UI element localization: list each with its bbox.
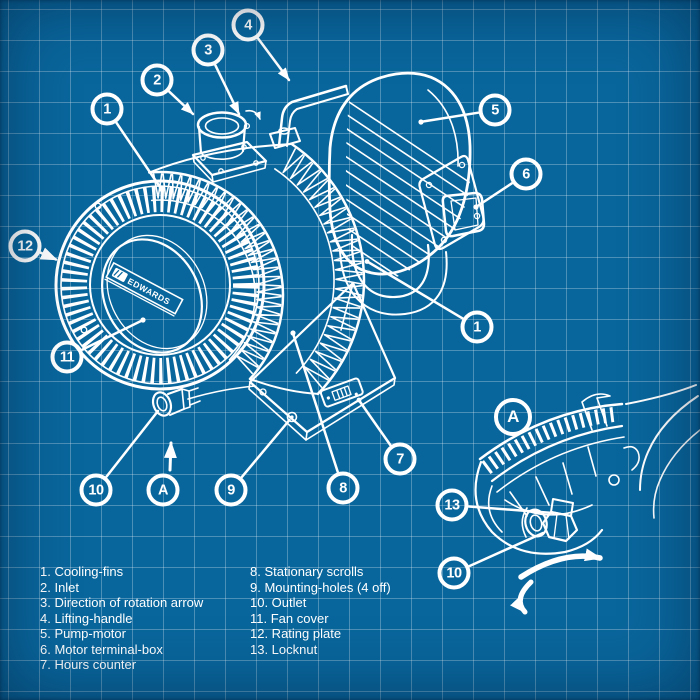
legend-item: 2. Inlet [40,579,80,595]
legend-item: 7. Hours counter [40,657,137,672]
legend-item: 1. Cooling-fins [40,564,124,579]
callout-13: 13 [435,488,469,522]
outlet [151,385,256,417]
callout-view-a: A [146,473,180,507]
callout-8: 8 [326,471,360,505]
legend-item: 11. Fan cover [250,610,329,626]
callout-11: 11 [50,340,84,374]
callout-1-motor: 1 [460,310,494,344]
callout-6: 6 [509,157,543,191]
legend-item: 4. Lifting-handle [40,610,133,626]
legend-item: 8. Stationary scrolls [250,564,364,579]
legend-item: 12. Rating plate [250,626,342,641]
detail-top-fittings [581,393,640,486]
legend-column-1: 1. Cooling-fins 2. Inlet 3. Direction of… [40,564,203,673]
legend-column-2: 8. Stationary scrolls 9. Mounting-holes … [250,564,391,657]
callout-10: 10 [79,473,113,507]
legend-item: 6. Motor terminal-box [40,641,163,657]
legend-item: 5. Pump-motor [40,626,126,641]
callout-5: 5 [478,93,512,127]
detail-a-marker: A [494,398,532,436]
callout-3: 3 [191,33,225,67]
callout-1: 1 [90,92,124,126]
legend-item: 10. Outlet [250,595,307,610]
motor-terminal-box [418,154,486,251]
mounting-hole [259,388,298,423]
callout-2: 2 [140,63,174,97]
leader-lines [39,37,555,568]
detail-view-a [474,384,700,615]
legend-item: 13. Locknut [250,641,318,657]
callout-4: 4 [231,8,265,42]
locknut [541,498,579,543]
callout-7: 7 [383,442,417,476]
legend-item: 9. Mounting-holes (4 off) [250,579,391,595]
callout-12: 12 [8,229,42,263]
fan-cover: EDWARDS [54,179,266,391]
rotation-direction-arrow [243,109,261,130]
legend-item: 3. Direction of rotation arrow [40,595,204,610]
rotation-arrow [510,548,603,615]
brand-plate: EDWARDS [104,261,184,317]
detail-sweep-lines [625,384,700,519]
callout-10-detail: 10 [437,556,471,590]
hours-counter [319,377,364,408]
lifting-handle [269,84,349,149]
callout-9: 9 [214,473,248,507]
inlet [191,109,268,183]
